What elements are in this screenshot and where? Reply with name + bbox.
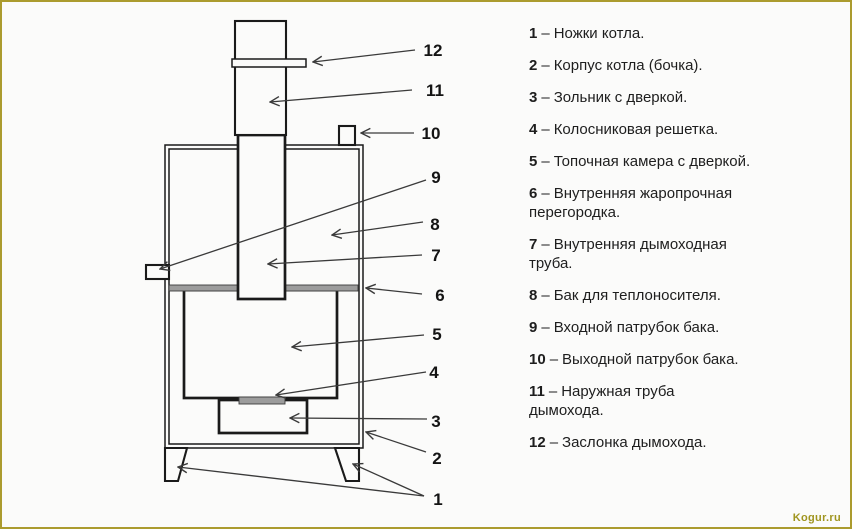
arrow-2	[366, 432, 427, 453]
grate-bar	[238, 396, 286, 405]
arrow-11	[270, 89, 413, 102]
arrow-1-left-leg	[178, 467, 425, 497]
callout-6: 6	[435, 286, 444, 305]
legend-separator: –	[541, 236, 550, 253]
arrow-1-right-leg	[353, 464, 425, 497]
callout-8: 8	[430, 215, 439, 234]
legend-item-text: Колосниковая решетка.	[553, 121, 719, 138]
legend-item: 11–Наружная труба дымохода.	[529, 382, 753, 420]
chimney-damper	[231, 58, 307, 68]
legend-item: 6–Внутренняя жаропрочная перегородка.	[529, 184, 753, 222]
legend-separator: –	[541, 89, 550, 106]
legend-item-number: 12	[529, 434, 546, 451]
legend-item: 2–Корпус котла (бочка).	[529, 56, 753, 75]
legend-item-number: 2	[529, 57, 538, 74]
legend-item-number: 7	[529, 236, 538, 253]
callout-12: 12	[424, 41, 443, 60]
callout-arrows	[160, 49, 428, 497]
arrow-12	[313, 49, 416, 62]
legend-item: 7–Внутренняя дымоходная труба.	[529, 235, 753, 273]
legend-separator: –	[541, 153, 550, 170]
legend-item-text: Наружная труба дымохода.	[529, 383, 675, 419]
callout-3: 3	[431, 412, 440, 431]
legend-separator: –	[541, 57, 550, 74]
legend-item: 3–Зольник с дверкой.	[529, 88, 753, 107]
legend-item: 5–Топочная камера с дверкой.	[529, 152, 753, 171]
legend-separator: –	[541, 121, 550, 138]
legend-item: 1–Ножки котла.	[529, 24, 753, 43]
arrow-5	[292, 334, 425, 347]
callout-4: 4	[429, 363, 439, 382]
callout-9: 9	[431, 168, 440, 187]
legend-item-text: Входной патрубок бака.	[553, 319, 720, 336]
legend-item-number: 4	[529, 121, 538, 138]
legend-separator: –	[541, 287, 550, 304]
legend-separator: –	[549, 434, 559, 451]
legend-item-text: Внутренняя дымоходная труба.	[529, 236, 727, 272]
legend-item: 4–Колосниковая решетка.	[529, 120, 753, 139]
legend-separator: –	[548, 383, 558, 400]
legend-item-text: Ножки котла.	[553, 25, 645, 42]
outer-chimney-pipe	[233, 19, 288, 137]
callout-7: 7	[431, 246, 440, 265]
legend-item-number: 5	[529, 153, 538, 170]
legend-item-text: Выходной патрубок бака.	[562, 351, 739, 368]
firebox-chamber	[182, 288, 339, 400]
inner-chimney-pipe	[236, 133, 287, 301]
callout-10: 10	[422, 124, 441, 143]
legend-separator: –	[541, 319, 550, 336]
arrow-8	[332, 221, 424, 235]
legend-item-text: Заслонка дымохода.	[562, 434, 707, 451]
arrow-3	[290, 418, 428, 419]
legend-separator: –	[541, 25, 550, 42]
left-leg	[163, 446, 189, 483]
arrow-6	[366, 288, 423, 295]
legend-item-text: Топочная камера с дверкой.	[553, 153, 751, 170]
legend-item: 9–Входной патрубок бака.	[529, 318, 753, 337]
arrow-7	[268, 254, 423, 264]
legend-item: 8–Бак для теплоносителя.	[529, 286, 753, 305]
legend-item-number: 9	[529, 319, 538, 336]
legend-item-text: Внутренняя жаропрочная перегородка.	[529, 185, 733, 221]
callout-labels: 12 11 10 9 8 7 6 5 4 3 2 1	[422, 41, 445, 509]
legend-item-number: 3	[529, 89, 538, 106]
legend: 1–Ножки котла. 2–Корпус котла (бочка). 3…	[529, 24, 753, 465]
legend-item-number: 8	[529, 287, 538, 304]
legend-item: 10–Выходной патрубок бака.	[529, 350, 753, 369]
legend-item-text: Бак для теплоносителя.	[553, 287, 721, 304]
arrow-4	[276, 371, 427, 395]
legend-item-text: Корпус котла (бочка).	[553, 57, 703, 74]
callout-1: 1	[433, 490, 442, 509]
callout-5: 5	[432, 325, 441, 344]
legend-item-number: 1	[529, 25, 538, 42]
arrow-9	[160, 179, 427, 269]
legend-item-number: 11	[529, 383, 545, 400]
ash-box	[217, 398, 309, 435]
legend-separator: –	[549, 351, 559, 368]
outlet-nozzle	[337, 124, 357, 147]
callout-2: 2	[432, 449, 441, 468]
legend-separator: –	[541, 185, 550, 202]
legend-item-number: 10	[529, 351, 546, 368]
watermark: Kogur.ru	[792, 512, 841, 524]
legend-item: 12–Заслонка дымохода.	[529, 433, 753, 452]
callout-11: 11	[426, 81, 444, 100]
legend-item-text: Зольник с дверкой.	[553, 89, 688, 106]
legend-item-number: 6	[529, 185, 538, 202]
